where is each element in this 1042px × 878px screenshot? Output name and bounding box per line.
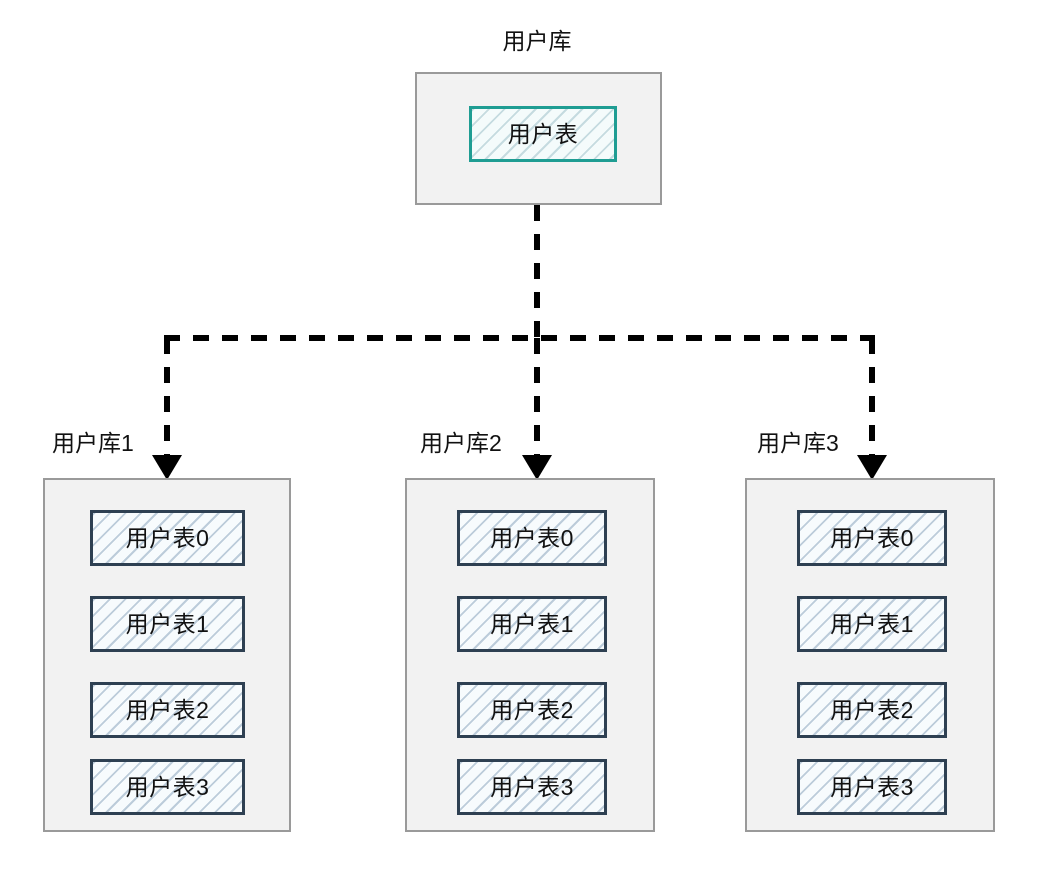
root-database-container[interactable]: 用户表 (415, 72, 662, 205)
shard-1-table-3-label: 用户表3 (125, 773, 210, 800)
root-table-box[interactable]: 用户表 (469, 106, 617, 162)
shard-1-table-1[interactable]: 用户表1 (90, 596, 245, 652)
shard-2-container[interactable]: 用户表0 用户表1 用户表2 用户表3 (405, 478, 655, 832)
shard-3-container[interactable]: 用户表0 用户表1 用户表2 用户表3 (745, 478, 995, 832)
shard-3-table-1-label: 用户表1 (830, 610, 914, 637)
shard-3-caption: 用户库3 (757, 430, 839, 456)
shard-2-table-2[interactable]: 用户表2 (457, 682, 607, 738)
shard-3-table-3[interactable]: 用户表3 (797, 759, 947, 815)
shard-3-table-0-label: 用户表0 (830, 524, 914, 551)
shard-1-caption: 用户库1 (52, 430, 134, 456)
shard-2-table-1-label: 用户表1 (490, 610, 574, 637)
shard-3-table-0[interactable]: 用户表0 (797, 510, 947, 566)
shard-1-table-1-label: 用户表1 (125, 610, 210, 637)
arrowhead-shard-2 (522, 455, 552, 480)
shard-1-table-2[interactable]: 用户表2 (90, 682, 245, 738)
arrowhead-shard-1 (152, 455, 182, 480)
shard-3-table-2-label: 用户表2 (830, 696, 914, 723)
shard-3-table-3-label: 用户表3 (830, 773, 914, 800)
shard-1-container[interactable]: 用户表0 用户表1 用户表2 用户表3 (43, 478, 291, 832)
arrowhead-shard-3 (857, 455, 887, 480)
shard-2-table-0-label: 用户表0 (490, 524, 574, 551)
root-table-label: 用户表 (507, 120, 579, 147)
root-database-caption: 用户库 (502, 28, 572, 54)
shard-2-table-2-label: 用户表2 (490, 696, 574, 723)
shard-2-table-3[interactable]: 用户表3 (457, 759, 607, 815)
shard-1-table-3[interactable]: 用户表3 (90, 759, 245, 815)
shard-3-table-2[interactable]: 用户表2 (797, 682, 947, 738)
shard-2-table-0[interactable]: 用户表0 (457, 510, 607, 566)
shard-1-table-0-label: 用户表0 (125, 524, 210, 551)
shard-1-table-2-label: 用户表2 (125, 696, 210, 723)
shard-3-table-1[interactable]: 用户表1 (797, 596, 947, 652)
shard-2-table-3-label: 用户表3 (490, 773, 574, 800)
shard-2-caption: 用户库2 (420, 430, 502, 456)
shard-2-table-1[interactable]: 用户表1 (457, 596, 607, 652)
shard-1-table-0[interactable]: 用户表0 (90, 510, 245, 566)
